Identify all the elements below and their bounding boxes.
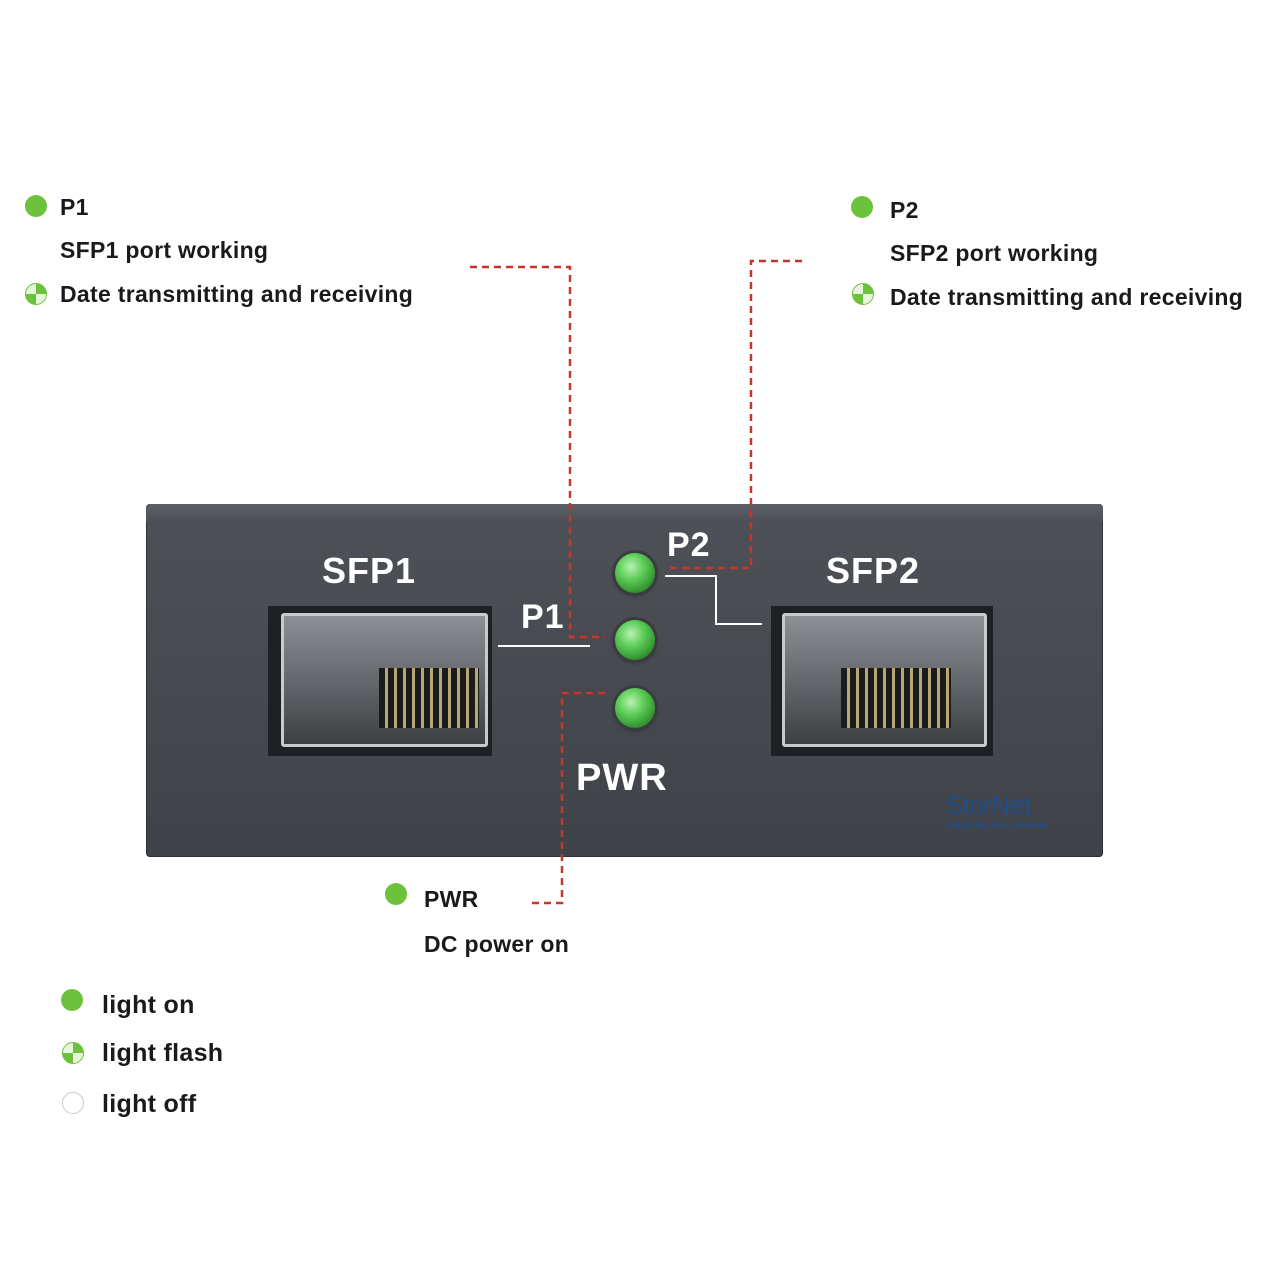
p1-working-text: SFP1 port working <box>60 237 269 263</box>
p2-working-text: SFP2 port working <box>890 240 1099 266</box>
p1-title: P1 <box>60 194 89 220</box>
legend-flash-icon <box>62 1042 84 1064</box>
p1-leader-line <box>470 265 605 639</box>
sfp1-label: SFP1 <box>322 550 417 591</box>
legend-on-text: light on <box>102 991 195 1019</box>
led-on-icon <box>25 195 47 217</box>
legend-flash-text: light flash <box>102 1039 224 1067</box>
sfp1-port[interactable] <box>281 613 488 747</box>
led-on-icon <box>385 883 407 905</box>
led-on-icon <box>851 196 873 218</box>
p1-transmit-text: Date transmitting and receiving <box>60 281 414 307</box>
brand-logo: StorNet Speed Up Your Network <box>946 792 1048 830</box>
led-pwr-label: PWR <box>576 757 668 799</box>
led-flash-icon <box>25 283 47 305</box>
brand-name: StorNet <box>946 790 1031 820</box>
pwr-leader-line <box>532 691 605 905</box>
led-pwr <box>615 688 655 728</box>
p2-title: P2 <box>890 197 919 223</box>
sfp2-port[interactable] <box>782 613 987 747</box>
sfp2-contacts <box>841 668 951 728</box>
brand-tagline: Speed Up Your Network <box>946 820 1048 830</box>
pwr-title: PWR <box>424 886 479 912</box>
panel-top-edge <box>146 504 1103 522</box>
legend-off-text: light off <box>102 1090 197 1118</box>
led-flash-icon <box>852 283 874 305</box>
sfp2-label: SFP2 <box>826 550 921 591</box>
p2-leader-line <box>665 259 802 570</box>
legend-on-icon <box>61 989 83 1011</box>
led-p2 <box>615 553 655 593</box>
led-p2-label: P2 <box>667 526 711 564</box>
pwr-desc: DC power on <box>424 931 570 957</box>
p2-sfp2-white-line <box>665 575 762 625</box>
p2-transmit-text: Date transmitting and receiving <box>890 284 1244 310</box>
led-p1-label: P1 <box>521 598 565 636</box>
sfp1-contacts <box>379 668 479 728</box>
legend-off-icon <box>62 1092 84 1114</box>
led-p1 <box>615 620 655 660</box>
